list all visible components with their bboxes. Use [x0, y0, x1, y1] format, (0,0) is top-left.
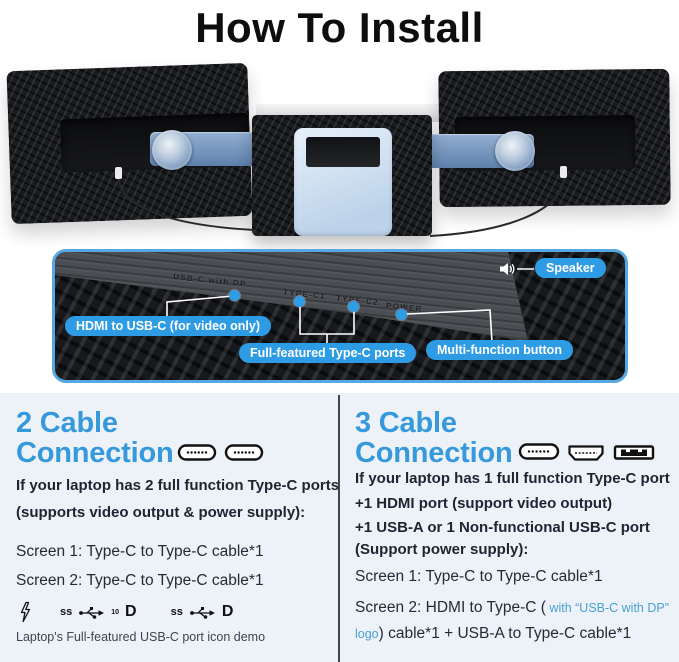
column-divider — [338, 395, 340, 662]
left-heading-line1: 2 Cable — [16, 407, 118, 439]
right-screen2-part2: ) cable*1 + USB-A to Type-C cable*1 — [378, 625, 632, 642]
ports-closeup-panel: USB-C with DP TYPE-C1 TYPE-C2 POWER Spea… — [52, 249, 628, 383]
hdmi-port-icon — [568, 445, 604, 461]
right-heading-line2: Connection — [355, 437, 513, 469]
usb-trident-icon — [79, 606, 105, 619]
usb-a-port-icon — [613, 445, 655, 460]
center-monitor-back — [252, 115, 432, 236]
callout-dot-typec1 — [294, 296, 305, 307]
displayport-logo: D — [125, 603, 137, 620]
callout-speaker: Speaker — [535, 258, 606, 278]
right-hinge-disc — [495, 131, 535, 171]
right-intro-line4: (Support power supply): — [355, 541, 529, 558]
callout-full-typec: Full-featured Type-C ports — [239, 343, 417, 363]
right-intro-line3: +1 USB-A or 1 Non-functional USB-C port — [355, 519, 650, 536]
right-screen2-line: Screen 2: HDMI to Type-C ( with “USB-C w… — [355, 595, 673, 647]
right-intro-line1: If your laptop has 1 full function Type-… — [355, 470, 670, 487]
left-heading-line2: Connection — [16, 437, 174, 469]
callout-dot-power — [396, 309, 407, 320]
kickstand — [294, 128, 392, 236]
right-screen1-line: Screen 1: Type-C to Type-C cable*1 — [355, 568, 603, 585]
left-intro-line2: (supports video output & power supply): — [16, 504, 306, 521]
callout-dot-usbc-dp — [229, 290, 240, 301]
left-screen1-line: Screen 1: Type-C to Type-C cable*1 — [16, 543, 264, 560]
right-heading-line1: 3 Cable — [355, 407, 457, 439]
left-screen2-line: Screen 2: Type-C to Type-C cable*1 — [16, 572, 264, 589]
usb-c-port-icon — [224, 444, 264, 461]
left-intro-line1: If your laptop has 2 full function Type-… — [16, 477, 340, 494]
callout-hdmi-usbc: HDMI to USB-C (for video only) — [65, 316, 272, 336]
usb-c-port-icon — [177, 444, 217, 461]
usb-ss-label: ss — [170, 606, 183, 618]
usb-c-port-icon — [518, 443, 560, 460]
left-usb-plug — [115, 167, 122, 179]
usb-ss-label: ss — [60, 606, 73, 618]
usb-trident-icon — [189, 606, 215, 619]
usb-icons-caption: Laptop's Full-featured USB-C port icon d… — [16, 630, 266, 644]
right-usb-plug — [560, 166, 567, 178]
usb-port-badges: ss 10 D ss D — [18, 600, 233, 624]
callout-dot-typec2 — [348, 301, 359, 312]
thunderbolt-icon — [20, 601, 31, 623]
right-intro-line2: +1 HDMI port (support video output) — [355, 495, 613, 512]
usb-gen10-superscript: 10 — [111, 608, 120, 616]
right-screen2-note: with “USB-C with DP” logo — [355, 601, 669, 641]
left-hinge-disc — [152, 130, 192, 170]
displayport-logo: D — [221, 603, 234, 620]
speaker-icon — [500, 263, 515, 275]
callout-multi-button: Multi-function button — [426, 340, 573, 360]
kickstand-window — [306, 137, 380, 167]
right-screen2-part1: Screen 2: HDMI to Type-C ( — [355, 599, 546, 616]
page-title: How To Install — [195, 4, 484, 51]
